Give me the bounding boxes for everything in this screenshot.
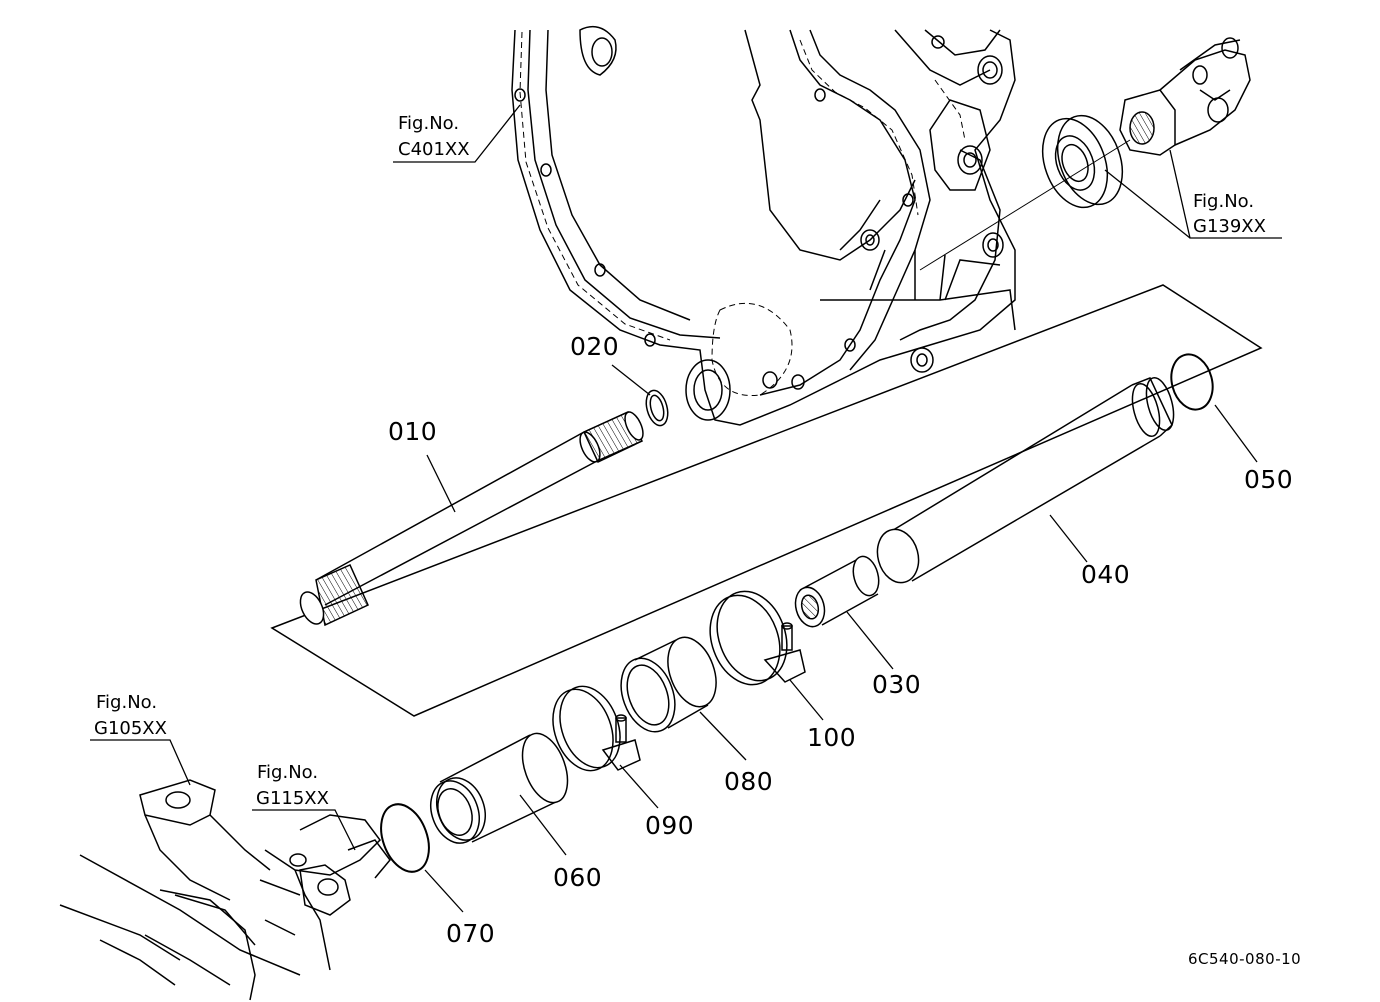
fig-ref-g139-label: Fig.No.	[1193, 191, 1255, 212]
part-020-snap-ring	[643, 388, 672, 428]
part-070-o-ring	[372, 798, 437, 879]
leader-lines	[90, 105, 1282, 912]
part-040-long-tube	[872, 375, 1179, 587]
part-label-050: 050	[1244, 465, 1294, 494]
leader-060	[520, 795, 566, 855]
part-label-080: 080	[724, 767, 774, 796]
leader-050	[1215, 405, 1257, 462]
part-label-030: 030	[872, 670, 922, 699]
shaft-axis-line	[920, 140, 1130, 270]
part-label-060: 060	[553, 863, 603, 892]
leader-020	[612, 365, 650, 395]
part-label-070: 070	[446, 919, 496, 948]
leader-010	[427, 455, 455, 512]
fig-ref-g115-code: G115XX	[256, 788, 329, 809]
part-label-040: 040	[1081, 560, 1131, 589]
leader-g105	[90, 740, 190, 785]
bearing	[1031, 107, 1134, 217]
part-030-coupling	[791, 554, 882, 630]
leader-040	[1050, 515, 1087, 562]
leader-030	[847, 612, 893, 669]
fig-ref-c401-code: C401XX	[398, 139, 470, 160]
part-label-090: 090	[645, 811, 695, 840]
fig-ref-g105-label: Fig.No.	[96, 692, 158, 713]
leader-c401	[393, 105, 520, 162]
leader-g115	[252, 810, 355, 850]
housing-hidden-lines	[520, 32, 965, 396]
flywheel-housing	[512, 27, 1015, 425]
part-label-100: 100	[807, 723, 857, 752]
fig-ref-g105-code: G105XX	[94, 718, 167, 739]
leader-090	[620, 765, 658, 808]
fig-ref-g115-label: Fig.No.	[257, 762, 319, 783]
part-label-010: 010	[388, 417, 438, 446]
leader-g139-b	[1105, 170, 1190, 238]
universal-joint	[1120, 38, 1250, 155]
fig-ref-g139-code: G139XX	[1193, 216, 1266, 237]
leader-080	[700, 712, 746, 760]
axle-housing	[60, 780, 390, 1000]
part-010-shaft	[0, 0, 647, 628]
leader-070	[425, 870, 463, 912]
exploded-view-box	[272, 285, 1261, 716]
part-090-hose-clamp	[542, 678, 640, 779]
part-label-020: 020	[570, 332, 620, 361]
part-050-o-ring	[1165, 350, 1218, 414]
diagram-code: 6C540-080-10	[1188, 950, 1302, 968]
part-080-boot	[612, 631, 725, 740]
leader-100	[790, 680, 823, 720]
part-100-hose-clamp	[698, 581, 805, 694]
fig-ref-c401-label: Fig.No.	[398, 113, 460, 134]
part-060-short-tube	[422, 727, 576, 850]
